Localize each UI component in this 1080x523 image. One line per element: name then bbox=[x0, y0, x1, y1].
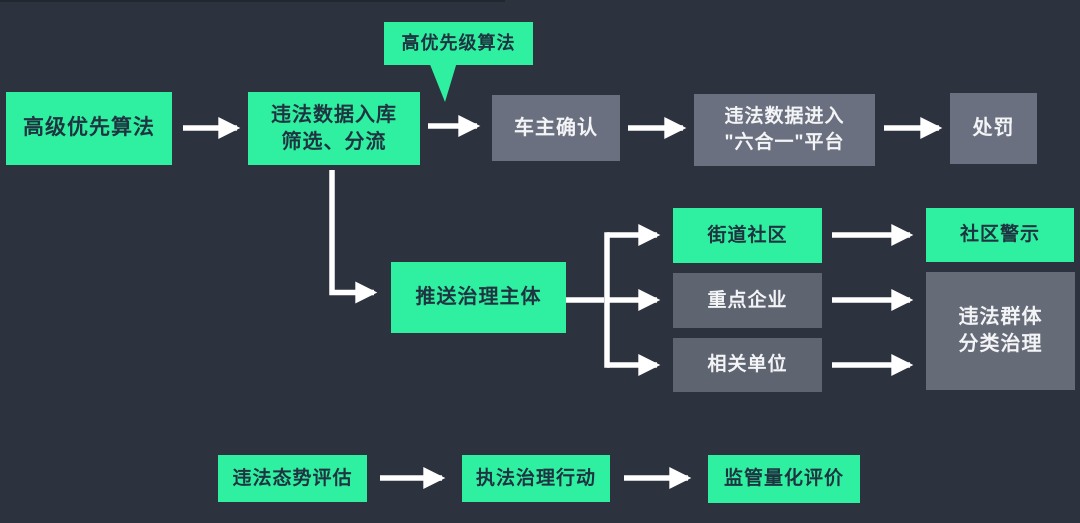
node-street-community: 街道社区 bbox=[673, 208, 822, 263]
node-push-governance-subjects: 推送治理主体 bbox=[391, 262, 566, 333]
node-punishment: 处罚 bbox=[950, 93, 1037, 164]
node-illegal-data-intake: 违法数据入库 筛选、分流 bbox=[248, 92, 420, 165]
node-community-warning: 社区警示 bbox=[926, 208, 1074, 262]
node-illegal-situation-assessment: 违法态势评估 bbox=[218, 455, 367, 502]
node-related-units: 相关单位 bbox=[673, 338, 822, 392]
node-enforcement-governance-action: 执法治理行动 bbox=[462, 455, 610, 502]
node-platform-entry: 违法数据进入 "六合一"平台 bbox=[694, 94, 875, 166]
callout-tail bbox=[429, 62, 457, 102]
node-advanced-priority-algorithm: 高级优先算法 bbox=[6, 92, 172, 165]
callout-high-priority-algorithm: 高优先级算法 bbox=[384, 22, 533, 65]
node-key-enterprises: 重点企业 bbox=[673, 273, 822, 328]
top-edge-remnant bbox=[0, 0, 505, 2]
node-illegal-group-governance: 违法群体 分类治理 bbox=[926, 272, 1075, 390]
elbow-intake-to-push bbox=[329, 170, 378, 304]
node-owner-confirmation: 车主确认 bbox=[492, 95, 620, 161]
node-regulatory-quantitative-evaluation: 监管量化评价 bbox=[708, 455, 860, 503]
